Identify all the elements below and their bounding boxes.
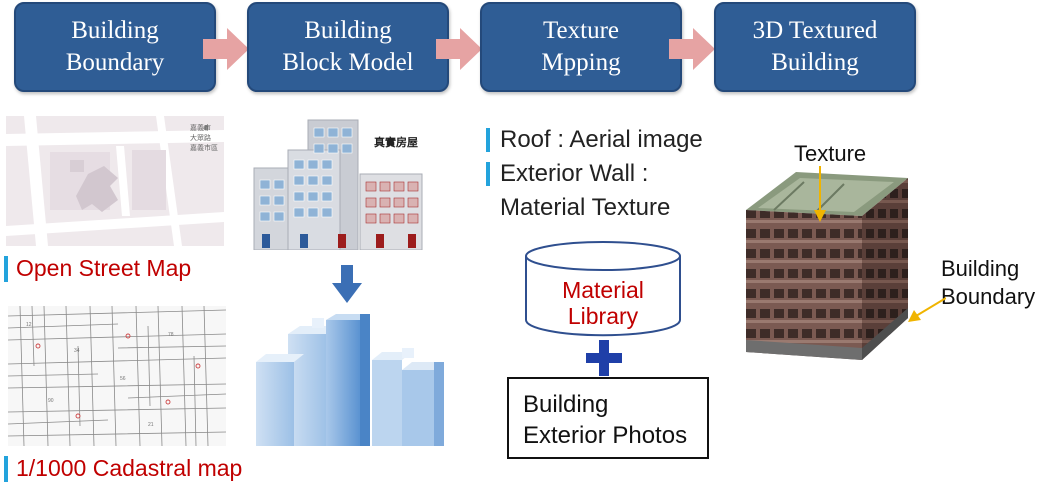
svg-text:90: 90 — [48, 398, 54, 404]
svg-text:78: 78 — [168, 332, 174, 338]
arrow-right-icon — [669, 28, 715, 70]
caption-bar — [4, 256, 8, 282]
texture-annotation-label: Texture — [794, 141, 867, 166]
step-2-line-1: Building — [304, 17, 392, 44]
exterior-wall-text: Exterior Wall : — [500, 160, 649, 187]
step-4-line-2: Building — [771, 49, 859, 76]
step-3-line-2: Mpping — [541, 49, 621, 76]
svg-text:21: 21 — [148, 422, 154, 428]
caption-bar — [486, 128, 490, 152]
osm-map-label-3: 嘉義市區 — [190, 143, 218, 152]
boundary-line-2: Boundary — [941, 284, 1036, 309]
arrow-right-icon — [203, 28, 249, 70]
exterior-photos-box: Building Exterior Photos — [507, 377, 709, 459]
step-2-line-2: Block Model — [282, 49, 414, 76]
library-label-line-1: Material — [562, 277, 644, 303]
building-boundary-annotation: Building Boundary — [941, 255, 1035, 311]
building-illustration: 真實房屋 — [253, 119, 423, 250]
arrow-right-icon — [436, 28, 482, 70]
building-sign-text: 真實房屋 — [374, 135, 418, 149]
arrow-down-icon — [332, 265, 362, 303]
step-3-line-1: Texture — [543, 17, 619, 44]
photos-line-1: Building — [523, 391, 609, 418]
svg-text:56: 56 — [120, 376, 126, 382]
library-label-line-2: Library — [568, 303, 639, 329]
material-library-cylinder: Material Library — [525, 241, 681, 337]
arrow-down-annotation-icon — [814, 166, 826, 222]
osm-map-label-1: 嘉義市 — [190, 123, 211, 132]
plus-icon — [586, 340, 622, 376]
textured-building-image — [746, 172, 908, 360]
roof-texture-text: Roof : Aerial image — [500, 126, 703, 153]
open-street-map-caption: Open Street Map — [16, 255, 192, 281]
svg-text:34: 34 — [74, 348, 80, 354]
boundary-line-1: Building — [941, 256, 1020, 281]
step-4-line-1: 3D Textured — [752, 17, 878, 44]
caption-bar — [486, 162, 490, 186]
photos-line-2: Exterior Photos — [523, 422, 688, 449]
cadastral-map-caption: 1/1000 Cadastral map — [16, 455, 243, 481]
osm-map-label-2: 大眾路 — [190, 133, 211, 142]
cadastral-map-image: 12 34 56 78 90 21 — [8, 306, 226, 446]
svg-text:12: 12 — [26, 322, 32, 328]
step-1-line-1: Building — [71, 17, 159, 44]
caption-bar — [4, 456, 8, 482]
arrow-left-annotation-icon — [908, 297, 946, 322]
material-texture-text: Material Texture — [500, 194, 671, 221]
block-model-image — [256, 314, 444, 446]
step-1-line-2: Boundary — [65, 49, 165, 76]
open-street-map-image: 嘉義市 大眾路 嘉義市區 — [6, 116, 224, 246]
